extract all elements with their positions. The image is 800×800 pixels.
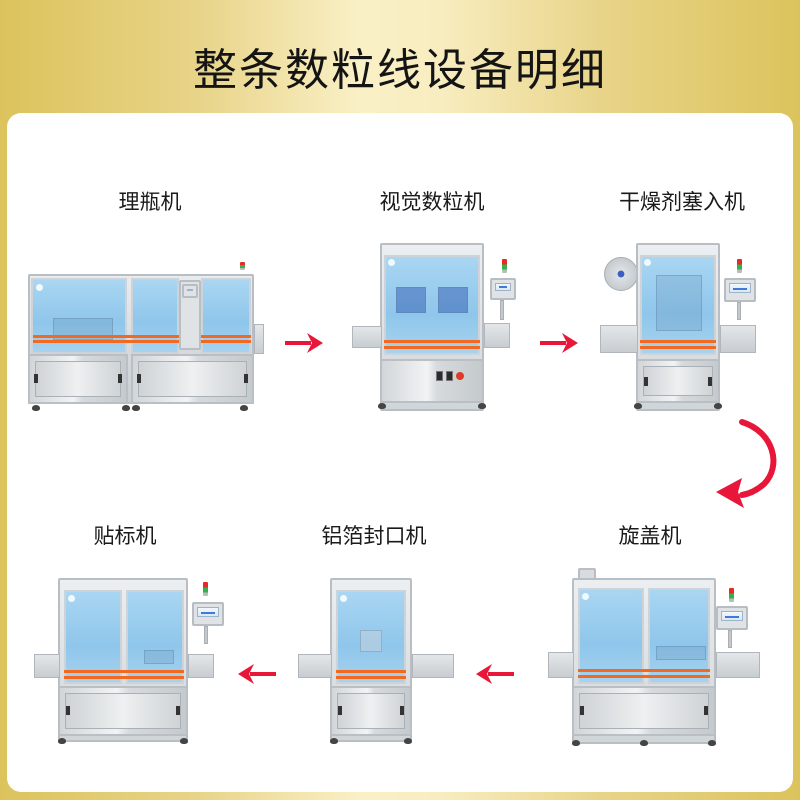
arrow-right-icon	[540, 333, 578, 353]
brand-logo-icon	[68, 595, 75, 602]
machine-capper	[548, 568, 762, 752]
signal-tower-icon	[203, 582, 208, 596]
machine-labeler	[34, 578, 224, 748]
control-screen	[192, 602, 224, 626]
step-label-vision-counter: 视觉数粒机	[379, 190, 485, 214]
signal-tower-icon	[502, 259, 507, 273]
machine-desiccant-inserter	[598, 243, 758, 415]
step-label-foil-sealer: 铝箔封口机	[321, 524, 427, 548]
brand-logo-icon	[36, 284, 43, 291]
arrow-curved-icon	[716, 419, 777, 508]
step-label-capper: 旋盖机	[618, 524, 682, 548]
control-screen	[716, 606, 748, 630]
signal-tower-icon	[737, 259, 742, 273]
machine-foil-sealer	[296, 578, 456, 748]
brand-logo-icon	[388, 259, 395, 266]
brand-logo-icon	[644, 259, 651, 266]
control-screen	[182, 284, 198, 298]
machine-bottle-unscrambler	[28, 262, 266, 414]
step-label-desiccant-inserter: 干燥剂塞入机	[619, 190, 745, 214]
arrow-left-icon	[238, 664, 276, 684]
control-screen	[724, 278, 756, 302]
machine-vision-counter	[352, 243, 516, 413]
desiccant-feeder-wheel-icon	[604, 257, 638, 291]
step-label-labeler: 贴标机	[93, 524, 157, 548]
page-title: 整条数粒线设备明细	[193, 45, 607, 96]
signal-tower-icon	[729, 588, 734, 602]
arrow-right-icon	[285, 333, 323, 353]
control-screen	[490, 278, 516, 300]
control-buttons	[436, 371, 464, 381]
brand-logo-icon	[582, 593, 589, 600]
step-label-bottle-unscrambler: 理瓶机	[118, 190, 182, 214]
signal-tower-icon	[240, 262, 245, 270]
brand-logo-icon	[340, 595, 347, 602]
arrow-left-icon	[476, 664, 514, 684]
